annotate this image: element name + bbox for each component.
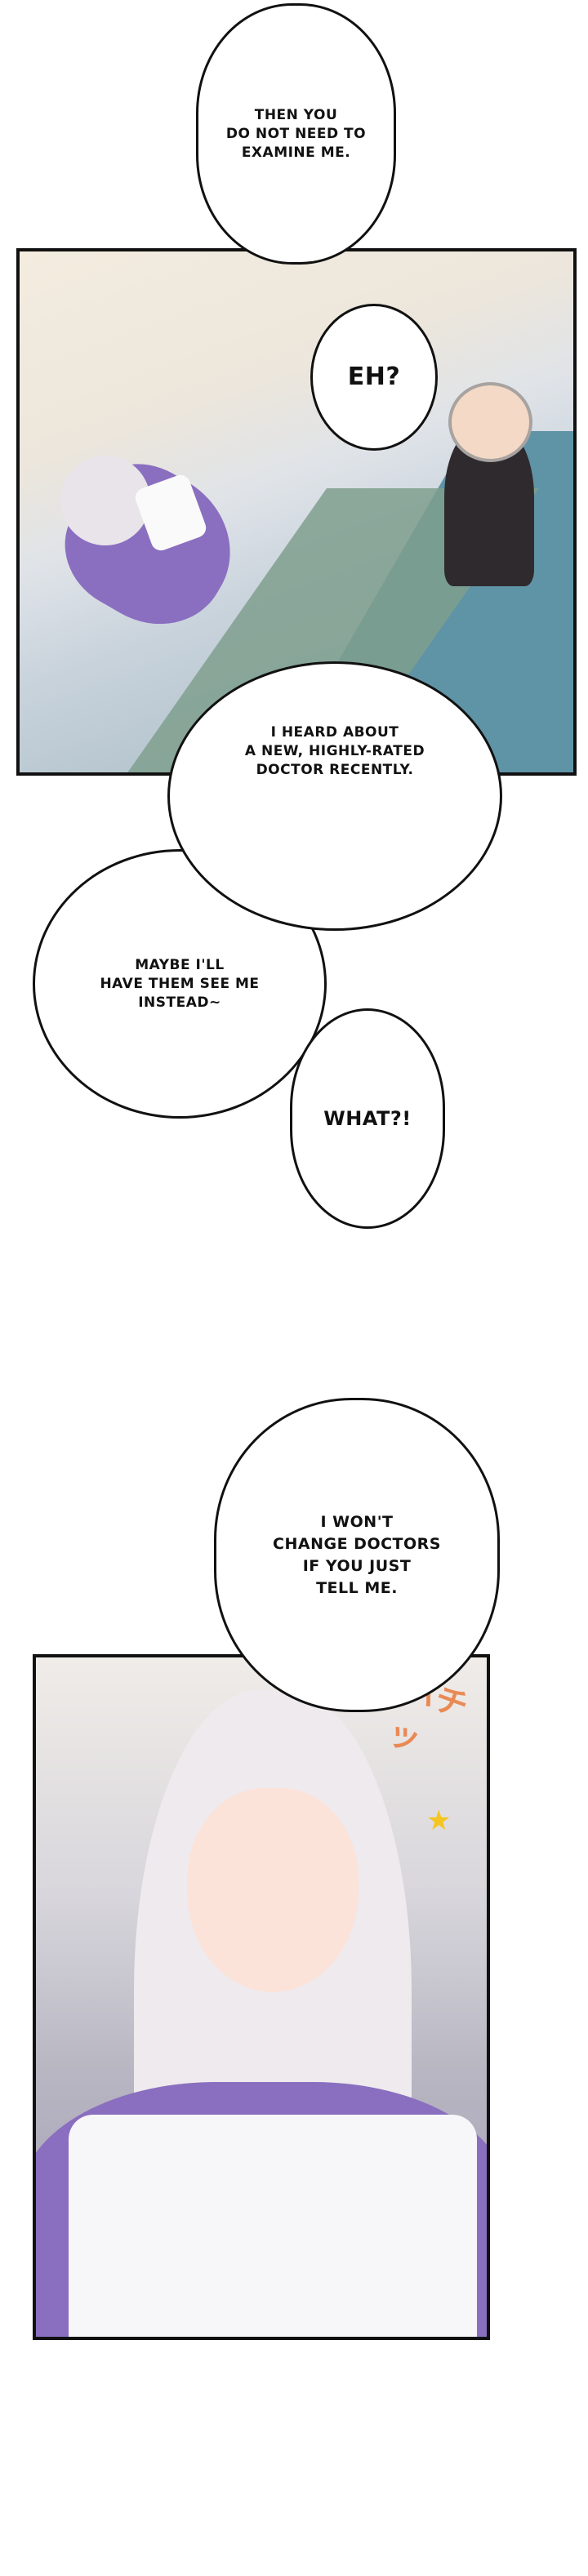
bubble-text: I WON'T CHANGE DOCTORS IF YOU JUST TELL … xyxy=(273,1512,441,1597)
bubble-text: I HEARD ABOUT A NEW, HIGHLY-RATED DOCTOR… xyxy=(244,723,425,778)
speech-bubble: WHAT?! xyxy=(290,1008,445,1229)
speech-bubble: THEN YOU DO NOT NEED TO EXAMINE ME. xyxy=(196,3,396,265)
speech-bubble: EH? xyxy=(310,304,438,451)
bubble-text: WHAT?! xyxy=(323,1106,412,1130)
star-icon: ★ xyxy=(426,1804,452,1837)
bubble-text: EH? xyxy=(347,363,401,391)
lady-face xyxy=(187,1788,359,1992)
pillow xyxy=(69,2115,477,2337)
bubble-text: THEN YOU DO NOT NEED TO EXAMINE ME. xyxy=(225,106,367,161)
panel-lady-wink: パチッ ★ xyxy=(33,1654,490,2340)
bubble-text: MAYBE I'LL HAVE THEM SEE ME INSTEAD~ xyxy=(100,956,260,1011)
chibi-butler-head xyxy=(448,382,532,462)
speech-bubble: I WON'T CHANGE DOCTORS IF YOU JUST TELL … xyxy=(214,1398,500,1712)
speech-bubble: I HEARD ABOUT A NEW, HIGHLY-RATED DOCTOR… xyxy=(167,661,502,931)
